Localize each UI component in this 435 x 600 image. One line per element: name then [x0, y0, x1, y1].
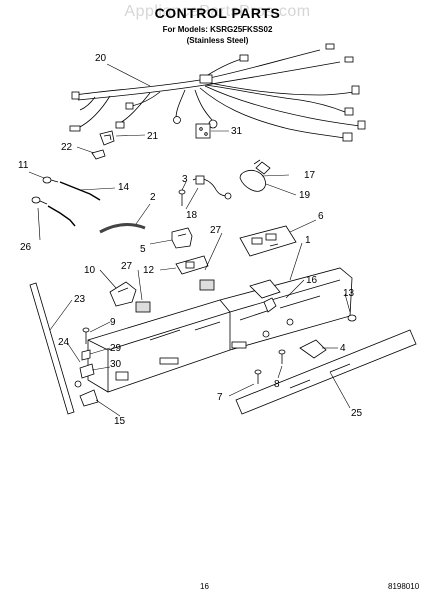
label-27a	[199, 279, 215, 291]
model-line: For Models: KSRG25FKSS02	[162, 25, 273, 34]
module-12	[175, 255, 209, 275]
callout-24: 24	[58, 337, 70, 348]
screw-7	[254, 369, 262, 384]
callout-27a: 27	[210, 225, 222, 236]
callout-14: 14	[118, 182, 130, 193]
bracket-4	[299, 339, 327, 359]
bracket-16	[263, 297, 277, 313]
callout-21: 21	[147, 131, 159, 142]
callout-31: 31	[231, 126, 243, 137]
callout-13: 13	[343, 288, 355, 299]
callout-17: 17	[304, 170, 316, 181]
label-27b	[135, 301, 151, 313]
foam-tube	[99, 223, 146, 234]
callout-25: 25	[351, 408, 363, 419]
callout-5: 5	[140, 244, 146, 255]
wire-harness	[69, 43, 366, 142]
callout-23: 23	[74, 294, 86, 305]
callout-27b: 27	[121, 261, 133, 272]
callout-30: 30	[110, 359, 122, 370]
bracket-5	[171, 227, 193, 249]
small-clip	[91, 149, 106, 160]
page-title: CONTROL PARTS	[154, 5, 281, 21]
lamp-socket-18	[192, 175, 232, 200]
control-trim	[235, 329, 417, 415]
screw-13	[347, 314, 357, 322]
bracket-10	[109, 281, 137, 307]
control-housing	[87, 267, 353, 393]
screw-9	[82, 327, 90, 344]
callout-10: 10	[84, 265, 96, 276]
callout-29: 29	[110, 343, 122, 354]
callout-8: 8	[274, 379, 280, 390]
nut-29	[81, 349, 91, 361]
document-code: 8198010	[388, 582, 420, 591]
control-board	[239, 225, 297, 257]
callout-1: 1	[305, 235, 311, 246]
screw-3	[178, 189, 186, 206]
capillary-tube	[47, 205, 76, 227]
clip	[99, 130, 115, 146]
callout-9: 9	[110, 317, 116, 328]
callout-4: 4	[340, 343, 346, 354]
callout-19: 19	[299, 190, 311, 201]
screw-26	[31, 196, 48, 205]
clip-30	[79, 363, 95, 379]
callout-3: 3	[182, 174, 188, 185]
sensor-rod	[59, 181, 101, 201]
callout-20: 20	[95, 53, 107, 64]
side-panel	[29, 282, 75, 415]
screw-8	[278, 349, 286, 364]
screw-11	[42, 176, 59, 184]
callout-12: 12	[143, 265, 155, 276]
callout-18: 18	[186, 210, 198, 221]
variant-line: (Stainless Steel)	[186, 36, 249, 45]
callout-16: 16	[306, 275, 318, 286]
callout-2: 2	[150, 192, 156, 203]
light-bulb	[239, 159, 271, 192]
callout-11: 11	[18, 160, 29, 171]
callout-15: 15	[114, 416, 126, 427]
watermark: AppliancePartsPros.com	[124, 3, 311, 20]
page-number: 16	[200, 582, 209, 591]
callout-22: 22	[61, 142, 73, 153]
bracket-15	[79, 389, 99, 407]
callout-6: 6	[318, 211, 324, 222]
callout-7: 7	[217, 392, 223, 403]
callout-26: 26	[20, 242, 32, 253]
mounting-plate	[195, 123, 211, 139]
screw-24	[74, 380, 82, 388]
